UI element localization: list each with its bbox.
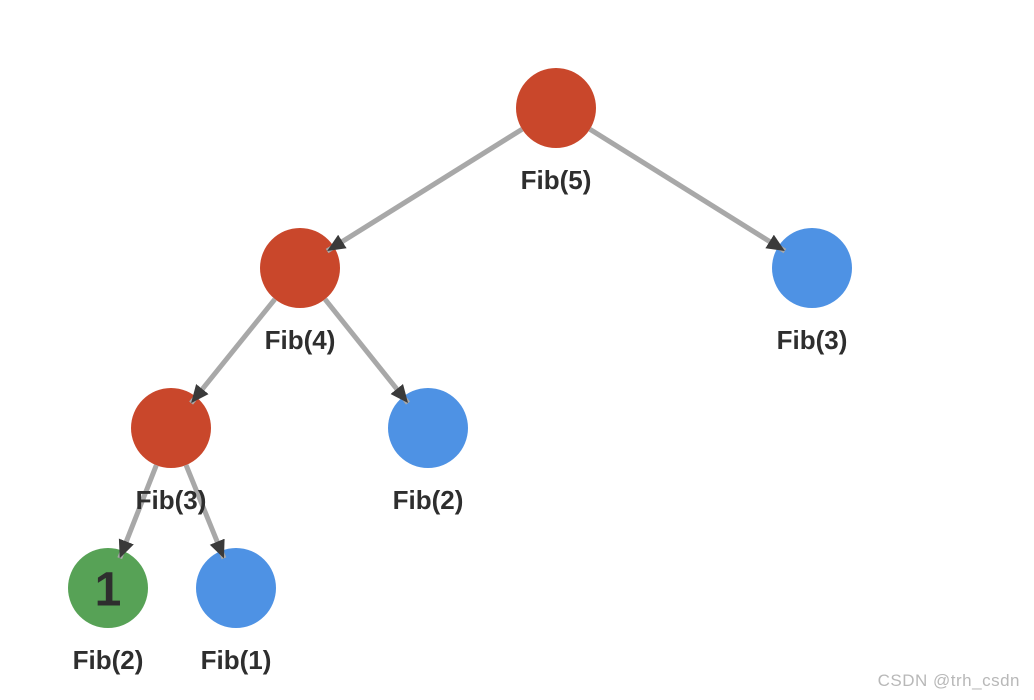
edge-fib4-to-fib3-left	[189, 297, 277, 405]
node-circle-fib3-right	[772, 228, 852, 308]
labels-layer: Fib(5) Fib(4) Fib(3) Fib(3) Fib(2) Fib(2) 1Fib…	[73, 165, 848, 675]
node-label-fib3-left: Fib(3)	[136, 485, 207, 515]
node-label-fib4: Fib(4)	[265, 325, 336, 355]
node-label-fib5: Fib(5)	[521, 165, 592, 195]
edge-fib5-to-fib4	[325, 127, 524, 254]
node-circle-fib1	[196, 548, 276, 628]
watermark: CSDN @trh_csdn	[877, 671, 1020, 690]
node-label-fib2-left: Fib(2)	[73, 645, 144, 675]
edge-fib3-left-to-fib2-left	[117, 464, 159, 560]
node-label-fib1: Fib(1)	[201, 645, 272, 675]
edge-fib3-left-to-fib1	[183, 464, 227, 560]
nodes-layer	[68, 68, 852, 628]
node-circle-fib3-left	[131, 388, 211, 468]
node-circle-fib5	[516, 68, 596, 148]
edge-fib5-to-fib3-right	[588, 127, 787, 254]
node-circle-fib2-right	[388, 388, 468, 468]
node-value-fib2-left: 1	[95, 564, 122, 617]
edges-layer	[117, 127, 787, 560]
node-circle-fib4	[260, 228, 340, 308]
node-label-fib3-right: Fib(3)	[777, 325, 848, 355]
node-label-fib2-right: Fib(2)	[393, 485, 464, 515]
edge-fib4-to-fib2-right	[323, 297, 410, 405]
node-circle-fib2-left	[68, 548, 148, 628]
